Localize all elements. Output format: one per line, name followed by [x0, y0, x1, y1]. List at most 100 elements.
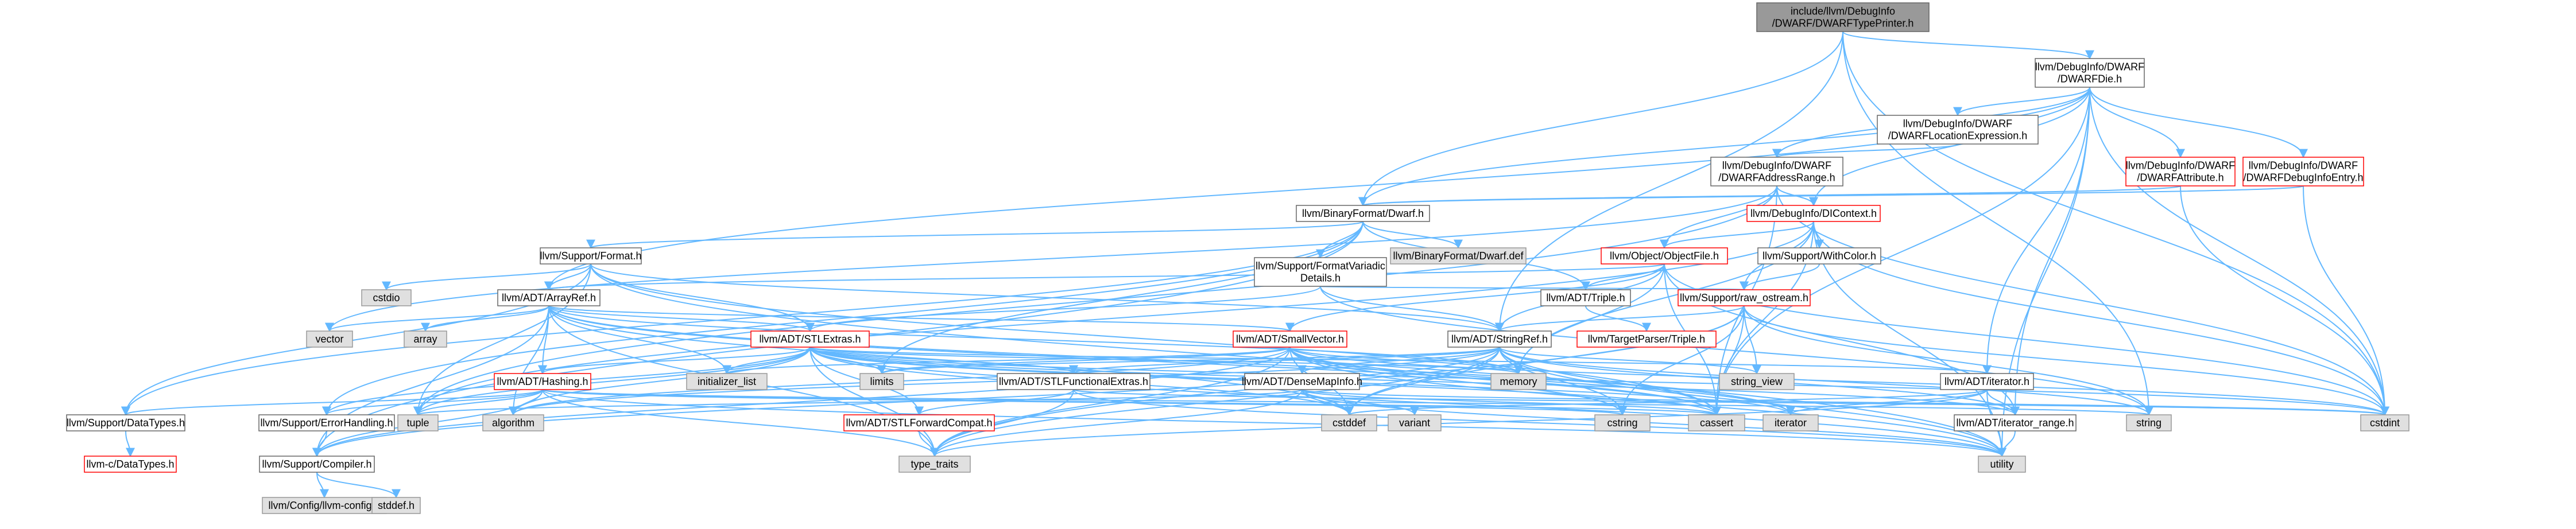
- node-rawostream[interactable]: llvm/Support/raw_ostream.h: [1678, 289, 1811, 306]
- node-root[interactable]: include/llvm/DebugInfo/DWARF/DWARFTypePr…: [1756, 2, 1930, 32]
- node-label: cassert: [1700, 417, 1733, 429]
- node-limits: limits: [859, 373, 904, 390]
- node-adtiterator[interactable]: llvm/ADT/iterator.h: [1940, 373, 2034, 390]
- node-box: [1244, 373, 1360, 390]
- node-label: llvm/ADT/iterator_range.h: [1956, 417, 2074, 429]
- node-box: [843, 414, 995, 431]
- node-dwarfdie[interactable]: llvm/DebugInfo/DWARF/DWARFDie.h: [2035, 58, 2145, 88]
- node-box: [371, 497, 421, 514]
- node-debuginfoentry[interactable]: llvm/DebugInfo/DWARF/DWARFDebugInfoEntry…: [2242, 157, 2364, 186]
- node-box: [306, 330, 353, 348]
- node-box: [1540, 289, 1631, 306]
- dependency-edge-rawostream-to-stringref: [1495, 305, 1745, 332]
- node-box: [2360, 414, 2410, 431]
- node-stlforwardcompat[interactable]: llvm/ADT/STLForwardCompat.h: [843, 414, 995, 431]
- node-binaryformatdwarf[interactable]: llvm/BinaryFormat/Dwarf.h: [1296, 205, 1430, 222]
- node-compiler[interactable]: llvm/Support/Compiler.h: [259, 456, 375, 473]
- node-label: llvm/ADT/STLFunctionalExtras.h: [999, 376, 1148, 387]
- node-box: [1321, 414, 1377, 431]
- node-label: llvm/ADT/iterator.h: [1944, 376, 2029, 387]
- node-label: llvm/Support/ErrorHandling.h: [260, 417, 393, 429]
- node-label: cstdio: [373, 292, 400, 304]
- node-box: [2125, 157, 2236, 186]
- node-locexpr[interactable]: llvm/DebugInfo/DWARF/DWARFLocationExpres…: [1877, 115, 2039, 145]
- node-label: iterator: [1775, 417, 1807, 429]
- node-label: llvm/BinaryFormat/Dwarf.h: [1302, 208, 1424, 219]
- node-iteratorrange[interactable]: llvm/ADT/iterator_range.h: [1954, 414, 2077, 431]
- dependency-edge-formatvariadic-to-stlextras: [805, 286, 1321, 332]
- node-label: /DWARFDie.h: [2058, 73, 2122, 85]
- node-stlextras[interactable]: llvm/ADT/STLExtras.h: [750, 330, 870, 348]
- node-box: [1954, 414, 2077, 431]
- dependency-edge-compiler-to-llvmconfig: [316, 472, 329, 499]
- node-cstddef: cstddef: [1321, 414, 1377, 431]
- node-attribute[interactable]: llvm/DebugInfo/DWARF/DWARFAttribute.h: [2125, 157, 2236, 186]
- node-box: [1390, 247, 1527, 264]
- node-stringref[interactable]: llvm/ADT/StringRef.h: [1447, 330, 1552, 348]
- dependency-edge-binaryformatdwarf-to-dwarfdef: [1362, 221, 1463, 249]
- node-hashing[interactable]: llvm/ADT/Hashing.h: [494, 373, 591, 390]
- dependency-edge-stlextras-to-initializer_list: [722, 347, 811, 375]
- node-label: include/llvm/DebugInfo: [1791, 6, 1895, 17]
- node-cdatatypes[interactable]: llvm-c/DataTypes.h: [84, 456, 177, 473]
- node-box: [1490, 373, 1547, 390]
- dependency-edge-stringref-to-stlfunctionalextras: [1069, 347, 1500, 375]
- node-densemapinfo[interactable]: llvm/ADT/DenseMapInfo.h: [1242, 373, 1362, 390]
- node-box: [84, 456, 177, 473]
- dependency-edge-root-to-dwarfdie: [1842, 31, 2094, 60]
- node-label: array: [413, 333, 437, 345]
- node-box: [1594, 414, 1651, 431]
- node-withcolor[interactable]: llvm/Support/WithColor.h: [1757, 247, 1881, 264]
- dependency-edge-attribute-to-cstdint: [2180, 185, 2389, 416]
- node-label: llvm/Config/llvm-config.h: [268, 500, 380, 511]
- dependency-edge-arrayref-to-initializer_list: [548, 305, 731, 375]
- dependency-edge-densemapinfo-to-cassert: [1301, 389, 1721, 416]
- node-errorhandling[interactable]: llvm/Support/ErrorHandling.h: [258, 414, 395, 431]
- dependency-edge-compiler-to-stddef: [316, 472, 401, 499]
- dependency-edge-dwarfdie-to-adtiterator: [1982, 87, 2090, 375]
- node-label: cstdint: [2370, 417, 2400, 429]
- dependency-edge-adtiterator-to-type_traits: [930, 389, 1988, 457]
- dependency-edge-rawostream-to-string_view: [1744, 305, 1761, 375]
- node-label: llvm/Support/FormatVariadic: [1256, 260, 1385, 272]
- node-label: llvm/DebugInfo/DWARF: [1903, 118, 2012, 130]
- node-stlfunctionalextras[interactable]: llvm/ADT/STLFunctionalExtras.h: [997, 373, 1151, 390]
- dependency-edge-dwarfdie-to-cassert: [1712, 87, 2090, 416]
- dependency-edge-stlfunctionalextras-to-utility: [1073, 389, 2006, 457]
- node-dicontext[interactable]: llvm/DebugInfo/DIContext.h: [1746, 205, 1881, 222]
- node-arrayref[interactable]: llvm/ADT/ArrayRef.h: [497, 289, 601, 306]
- node-cstring: cstring: [1594, 414, 1651, 431]
- dependency-edge-stringref-to-cassert: [1499, 347, 1721, 416]
- node-label: llvm/DebugInfo/DWARF: [2126, 160, 2235, 172]
- dependency-edge-addrrange-to-tuple: [413, 185, 1777, 416]
- node-smallvector[interactable]: llvm/ADT/SmallVector.h: [1233, 330, 1347, 348]
- node-targetparsertriple[interactable]: llvm/TargetParser/Triple.h: [1576, 330, 1717, 348]
- dependency-edge-iteratorrange-to-utility: [1997, 430, 2016, 457]
- node-datatypes[interactable]: llvm/Support/DataTypes.h: [66, 414, 185, 431]
- dependency-edge-smallvector-to-limits: [877, 347, 1291, 375]
- dependency-edge-dwarfdie-to-debuginfoentry: [2089, 87, 2308, 158]
- node-tuple: tuple: [397, 414, 439, 431]
- node-objectfile[interactable]: llvm/Object/ObjectFile.h: [1601, 247, 1728, 264]
- node-label: llvm/DebugInfo/DIContext.h: [1750, 208, 1877, 219]
- dependency-edge-rawostream-to-cassert: [1712, 305, 1745, 416]
- node-box: [66, 414, 185, 431]
- node-triple[interactable]: llvm/ADT/Triple.h: [1540, 289, 1631, 306]
- dependency-edge-hashing-to-datatypes: [121, 389, 543, 416]
- dependency-edge-adtiterator-to-iteratorrange: [1986, 389, 2020, 416]
- node-supportformat[interactable]: llvm/Support/Format.h: [540, 247, 642, 264]
- node-box: [397, 414, 439, 431]
- node-box: [404, 330, 447, 348]
- node-box: [1756, 2, 1930, 32]
- node-label: llvm/ADT/StringRef.h: [1451, 333, 1548, 345]
- dependency-edge-stlfunctionalextras-to-stlforwardcompat: [915, 389, 1074, 416]
- dependency-edge-objectfile-to-arrayref: [545, 263, 1665, 291]
- node-addrrange[interactable]: llvm/DebugInfo/DWARF/DWARFAddressRange.h: [1710, 157, 1843, 186]
- dependency-edge-densemapinfo-to-cstdint: [1301, 389, 2389, 416]
- node-label: algorithm: [492, 417, 534, 429]
- node-iterator: iterator: [1762, 414, 1819, 431]
- node-label: initializer_list: [698, 376, 756, 388]
- node-label: llvm/TargetParser/Triple.h: [1588, 333, 1705, 345]
- node-box: [1877, 115, 2039, 145]
